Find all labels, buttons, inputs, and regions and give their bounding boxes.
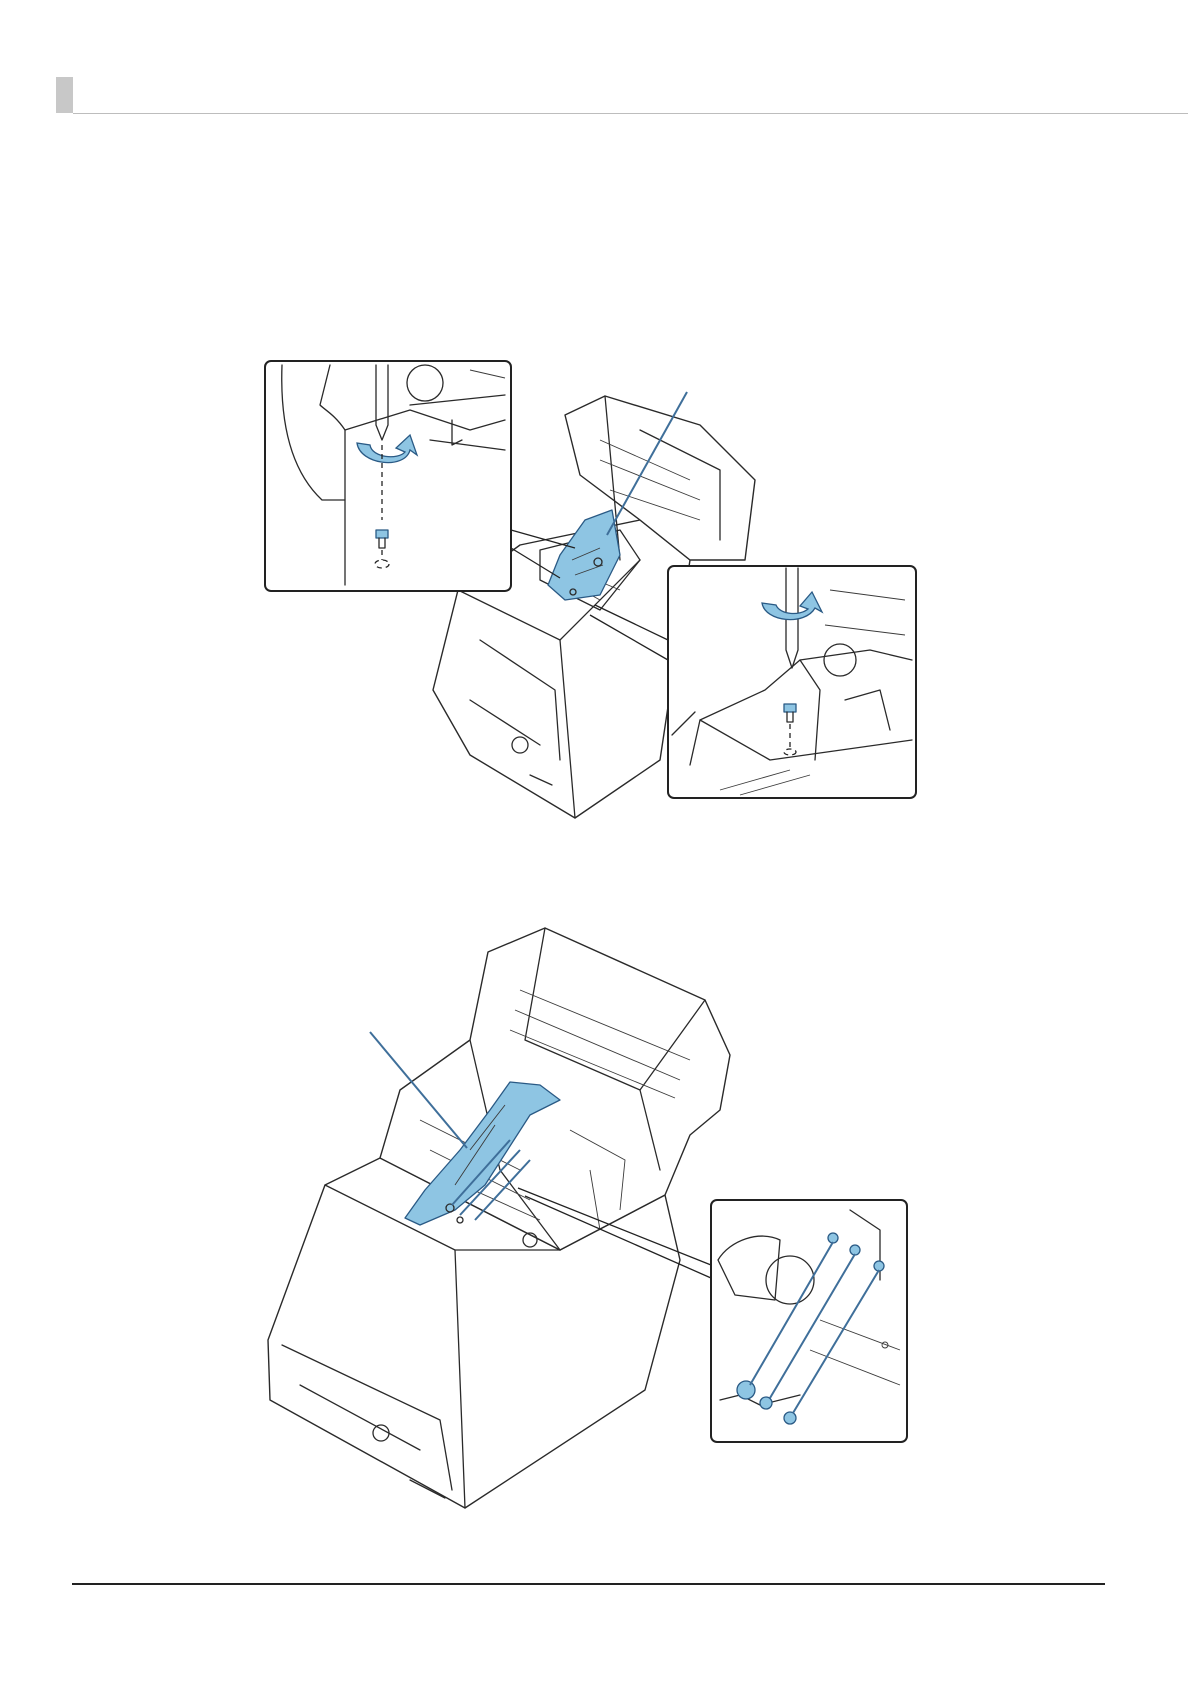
printer-body — [268, 928, 730, 1508]
detail-inset-pins — [711, 1200, 907, 1442]
footer-rule — [72, 1583, 1105, 1585]
